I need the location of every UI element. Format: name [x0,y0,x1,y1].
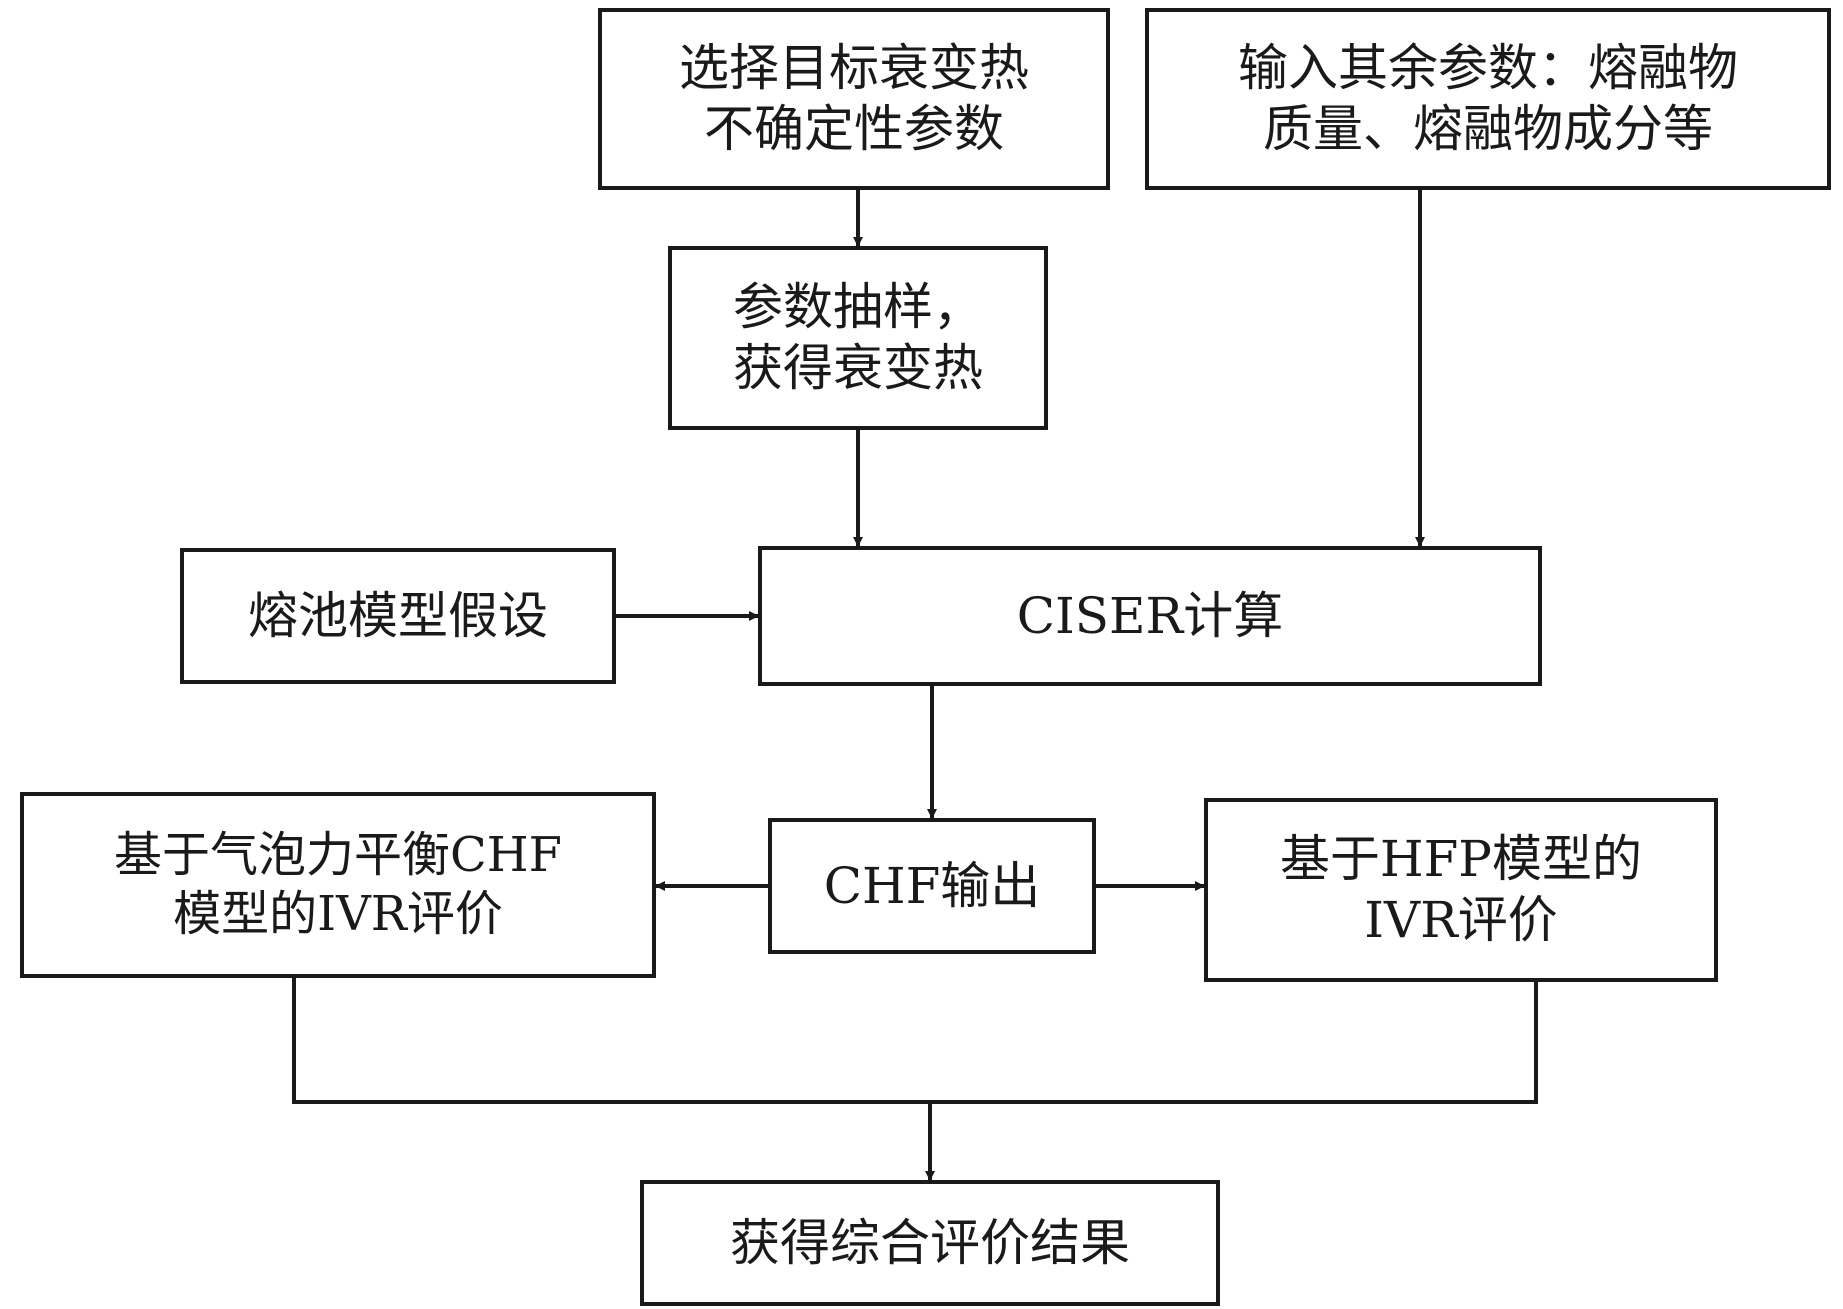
chf-output-box: CHF输出 [768,818,1096,954]
input-params-line-1: 输入其余参数：熔融物 [1238,39,1738,97]
bubble-chf-line-1: 基于气泡力平衡CHF [114,827,562,884]
pool-model-box: 熔池模型假设 [180,548,616,684]
select-params-line-1: 选择目标衰变热 [679,39,1029,97]
sampling-box: 参数抽样， 获得衰变热 [668,246,1048,430]
sampling-line-1: 参数抽样， [733,278,983,336]
result-box: 获得综合评价结果 [640,1180,1220,1306]
line-bubble-down [292,978,1538,1104]
ciser-box: CISER计算 [758,546,1542,686]
select-params-line-2: 不确定性参数 [704,100,1004,158]
result-label: 获得综合评价结果 [730,1213,1130,1272]
input-params-box: 输入其余参数：熔融物 质量、熔融物成分等 [1145,8,1831,190]
input-params-line-2: 质量、熔融物成分等 [1263,100,1713,158]
pool-model-label: 熔池模型假设 [248,586,548,645]
hfp-model-box: 基于HFP模型的 IVR评价 [1204,798,1718,982]
hfp-model-line-2: IVR评价 [1364,891,1558,949]
ciser-label: CISER计算 [1016,586,1284,645]
bubble-chf-box: 基于气泡力平衡CHF 模型的IVR评价 [20,792,656,978]
bubble-chf-line-2: 模型的IVR评价 [173,886,503,942]
select-params-box: 选择目标衰变热 不确定性参数 [598,8,1110,190]
hfp-model-line-1: 基于HFP模型的 [1280,830,1642,888]
sampling-line-2: 获得衰变热 [733,339,983,397]
chf-output-label: CHF输出 [823,856,1041,915]
